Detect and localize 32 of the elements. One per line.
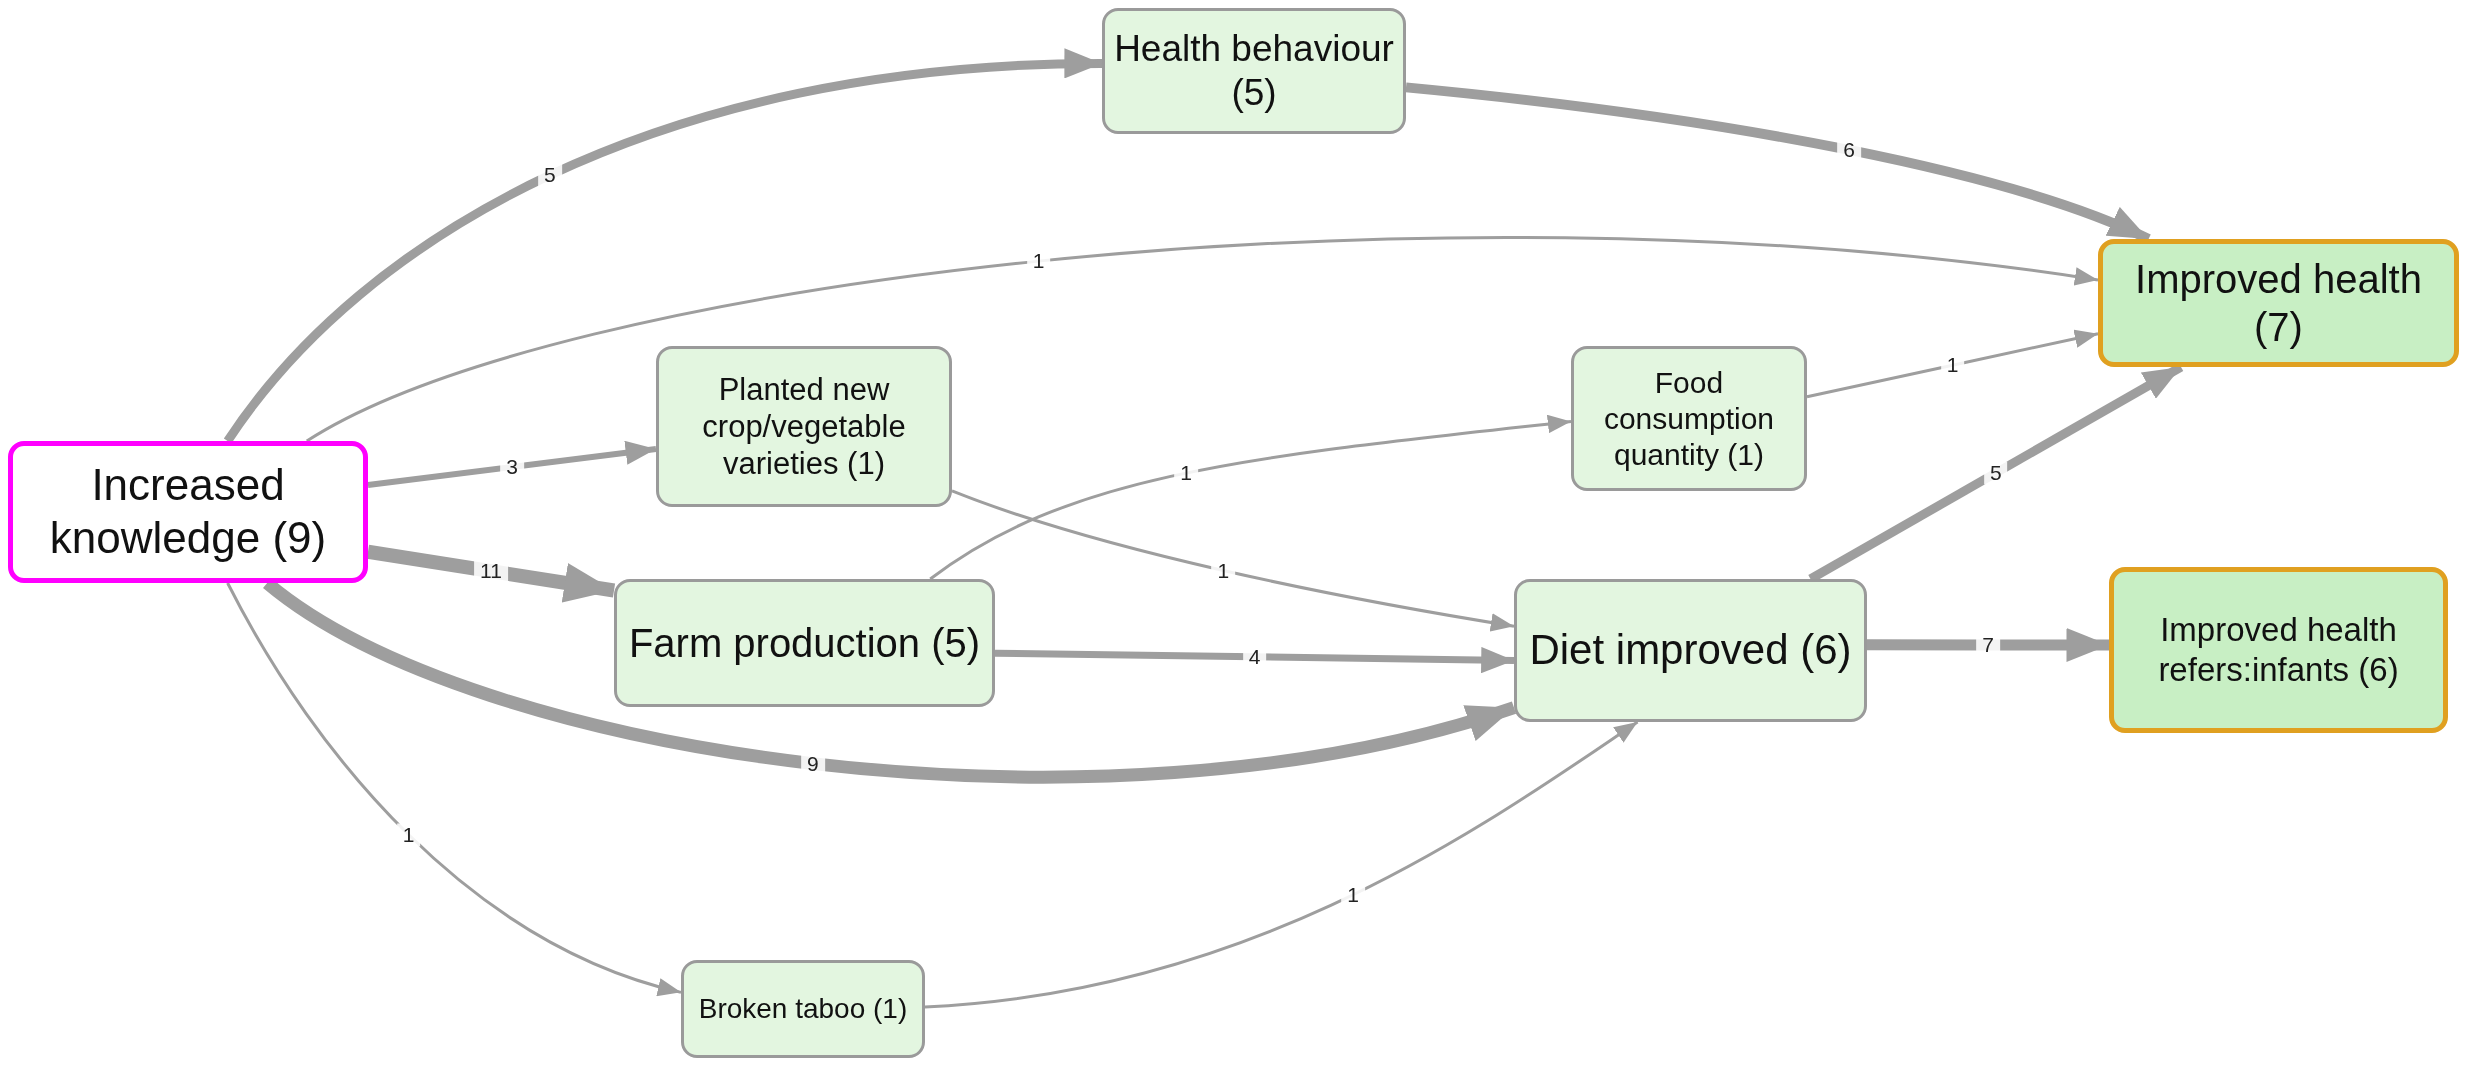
arrow xyxy=(924,720,1639,1009)
arrow xyxy=(367,440,657,488)
arrow xyxy=(226,582,682,995)
edge-label: 1 xyxy=(396,823,421,847)
node-box xyxy=(681,960,925,1058)
node-label: Improved health (7) xyxy=(2134,256,2423,351)
node-box xyxy=(2109,567,2448,733)
node-label: Improved health refers:infants (6) xyxy=(2157,610,2400,690)
arrow xyxy=(1867,628,2109,662)
node-box xyxy=(614,579,995,707)
node-label: Farm production (5) xyxy=(628,620,981,667)
node-box xyxy=(1514,579,1867,722)
node-box xyxy=(8,441,368,583)
node-box xyxy=(2098,239,2459,367)
edge-label: 11 xyxy=(474,559,508,583)
node-box xyxy=(656,346,952,507)
node-box xyxy=(1102,8,1406,134)
arrow xyxy=(994,646,1515,674)
arrow xyxy=(366,544,616,603)
node-box xyxy=(1571,346,1807,491)
edge-label: 5 xyxy=(537,163,562,187)
node-label: Increased knowledge (9) xyxy=(48,459,328,564)
node-label: Health behaviour (5) xyxy=(1113,26,1395,115)
edge-label: 5 xyxy=(1983,461,2008,485)
node-label: Food consumption quantity (1) xyxy=(1602,364,1776,473)
node-label: Broken taboo (1) xyxy=(698,992,908,1026)
node-label: Diet improved (6) xyxy=(1529,625,1852,676)
arrow xyxy=(951,489,1515,632)
arrow xyxy=(929,414,1572,581)
node-label: Planted new crop/vegetable varieties (1) xyxy=(701,370,907,483)
arrow xyxy=(306,236,2099,443)
arrow xyxy=(1806,329,2099,399)
